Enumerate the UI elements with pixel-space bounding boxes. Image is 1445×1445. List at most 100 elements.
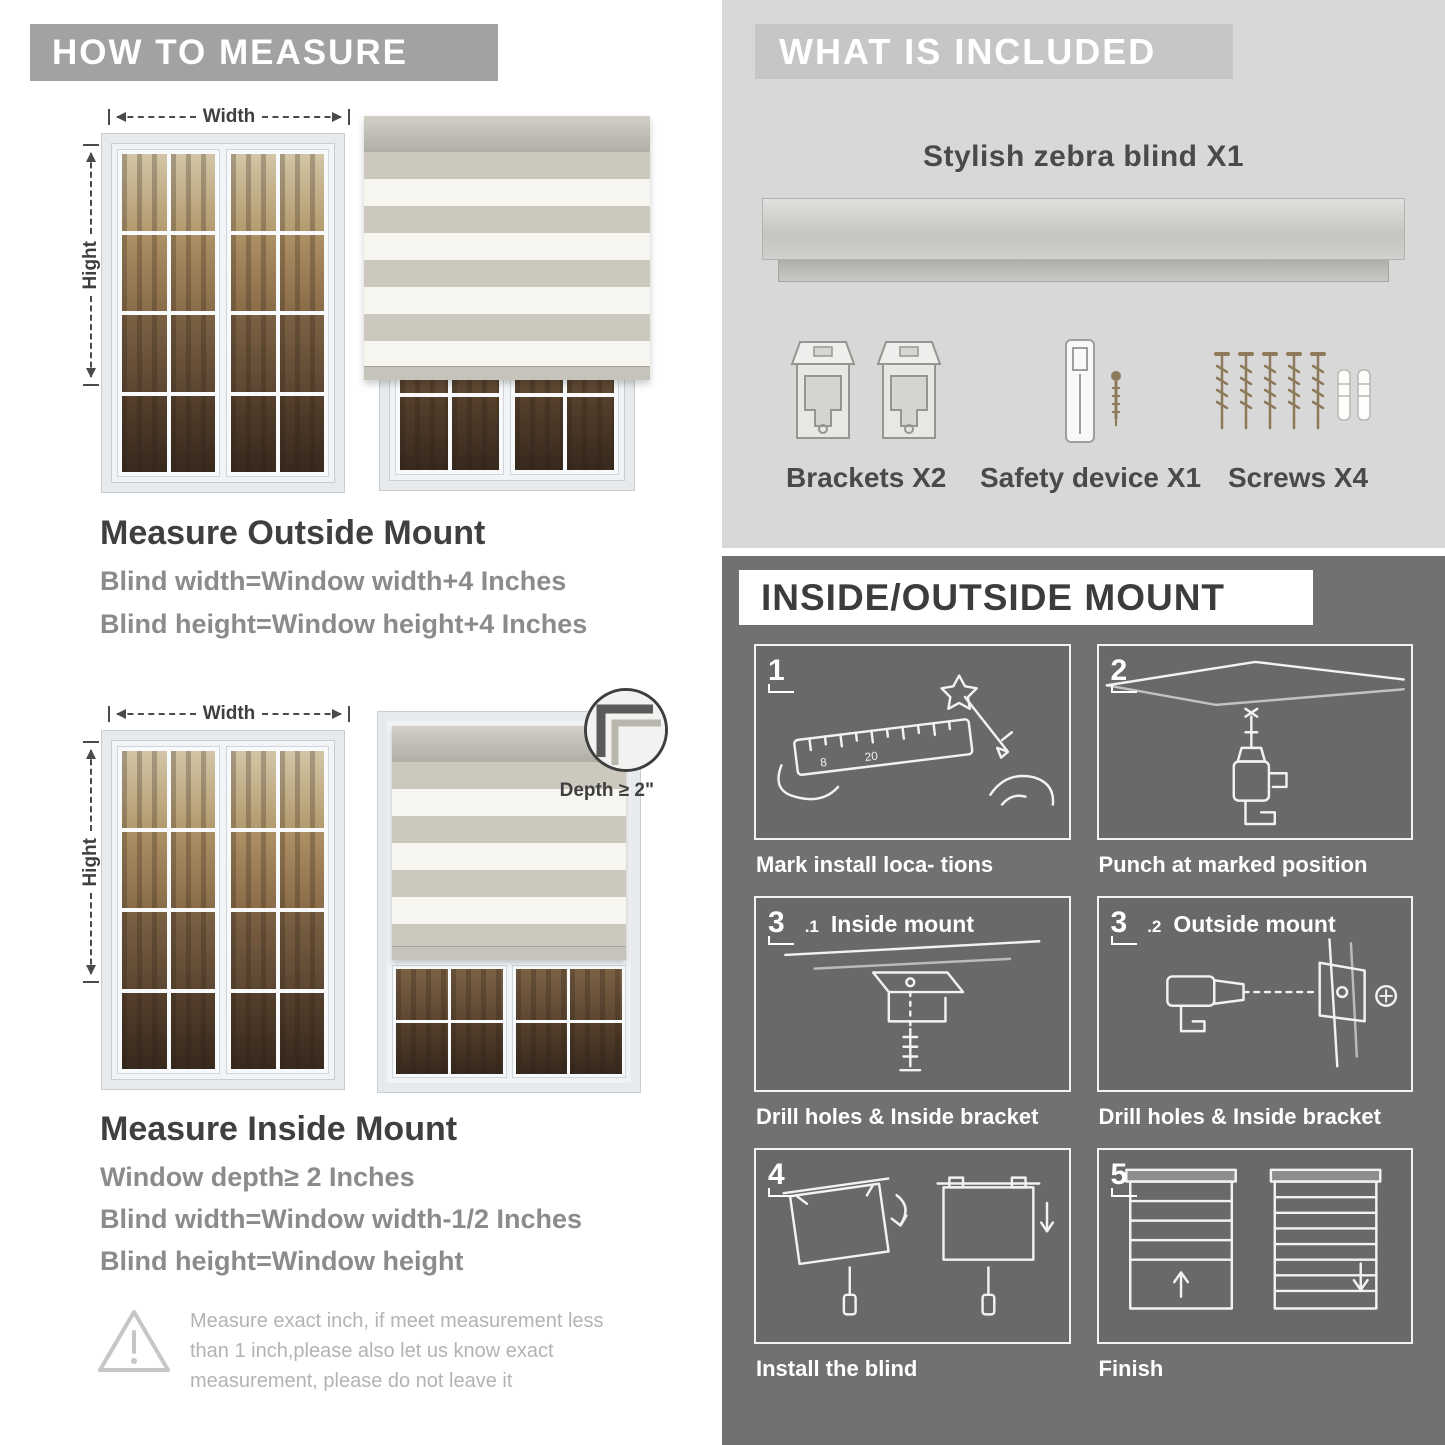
depth-label: Depth ≥ 2" xyxy=(559,780,654,801)
window-casement xyxy=(117,746,220,1074)
zebra-blind-graphic xyxy=(392,726,626,960)
step-number: 5 xyxy=(1110,1158,1137,1197)
step-substep: .1 xyxy=(804,917,819,936)
svg-text:20: 20 xyxy=(864,750,879,765)
step-head: 1 xyxy=(768,654,794,693)
blind-headrail-graphic xyxy=(762,198,1405,260)
how-to-measure-header: HOW TO MEASURE xyxy=(30,24,498,81)
window-casement xyxy=(392,965,507,1078)
mark-location-illustration: 8 20 xyxy=(777,674,1055,806)
window-pane xyxy=(450,1023,503,1074)
what-is-included-header: WHAT IS INCLUDED xyxy=(755,24,1233,79)
arrow-endcap xyxy=(108,109,110,125)
arrow-endcap xyxy=(83,144,99,146)
step-4-box: 4 xyxy=(754,1148,1071,1344)
step-3-2-caption: Drill holes & Inside bracket xyxy=(1098,1104,1381,1129)
blind-headrail xyxy=(364,116,650,152)
blind-bottomrail xyxy=(364,366,650,380)
window-pane xyxy=(122,395,167,472)
step-head: 3 .2 Outside mount xyxy=(1110,906,1336,945)
safety-device-icon xyxy=(1065,339,1121,443)
outside-mount-bracket-illustration xyxy=(1165,938,1397,1068)
arrow-line xyxy=(86,893,96,975)
inside-mount-window-illustration: Width Hight xyxy=(78,695,378,1095)
step-head: 2 xyxy=(1110,654,1137,693)
window-pane xyxy=(122,154,167,231)
arrow-line xyxy=(262,112,342,122)
window-casement xyxy=(117,149,220,477)
window-pane xyxy=(396,1023,448,1074)
step-3-1-box: 3 .1 Inside mount xyxy=(754,896,1071,1092)
step-1-caption: Mark install loca- tions xyxy=(756,852,994,877)
svg-text:8: 8 xyxy=(820,756,828,770)
step-2-caption: Punch at marked position xyxy=(1098,852,1368,877)
outside-mount-window-illustration: Width Hight xyxy=(78,98,378,498)
step-5-caption: Finish xyxy=(1098,1356,1164,1381)
warning-triangle-icon xyxy=(98,1310,170,1372)
arrow-line xyxy=(86,296,96,378)
window-lower-panes xyxy=(392,965,626,1078)
arrow-line xyxy=(116,709,196,719)
blind-stripes xyxy=(364,152,650,366)
window-casement xyxy=(511,965,626,1078)
window-pane xyxy=(400,396,448,470)
arrow-endcap xyxy=(83,384,99,387)
window-pane xyxy=(231,154,276,231)
window-pane xyxy=(170,395,215,472)
step-3-1: 3 .1 Inside mount xyxy=(754,896,1071,1148)
window-casement xyxy=(226,149,329,477)
inside-mount-depth-rule: Window depth≥ 2 Inches xyxy=(100,1162,415,1192)
window-graphic xyxy=(102,134,344,492)
step-head: 5 xyxy=(1110,1158,1137,1197)
step-5: 5 xyxy=(1096,1148,1413,1400)
arrow-line xyxy=(116,112,196,122)
step-2: 2 xyxy=(1096,644,1413,896)
step-3-1-caption: Drill holes & Inside bracket xyxy=(756,1104,1039,1129)
outside-mount-formula-width: Blind width=Window width+4 Inches xyxy=(100,566,567,596)
product-name: Stylish zebra blind X1 xyxy=(922,140,1245,173)
window-pane xyxy=(231,315,276,392)
window-pane xyxy=(515,969,568,1020)
window-pane xyxy=(170,831,215,908)
arrow-endcap xyxy=(108,706,110,722)
window-pane xyxy=(122,992,167,1069)
arrow-line xyxy=(86,152,96,234)
frame-corner-zoom xyxy=(587,691,665,769)
window-pane xyxy=(515,396,563,470)
inside-mount-formula-height: Blind height=Window height xyxy=(100,1246,464,1276)
window-pane xyxy=(231,831,276,908)
step-3-2-box: 3 .2 Outside mount xyxy=(1096,896,1413,1092)
blind-headrail-lip xyxy=(778,260,1389,282)
window-pane xyxy=(170,154,215,231)
window-pane xyxy=(170,912,215,989)
outside-mount-title: Measure Outside Mount xyxy=(100,514,486,552)
window-pane xyxy=(279,751,324,828)
step-title: Outside mount xyxy=(1173,911,1336,937)
inside-mount-blind-illustration: Depth ≥ 2" xyxy=(378,688,668,1092)
arrow-line xyxy=(262,709,342,719)
window-pane xyxy=(170,992,215,1069)
brackets-label: Brackets X2 xyxy=(786,462,947,493)
finish-illustration xyxy=(1124,1168,1381,1310)
window-pane xyxy=(279,395,324,472)
window-pane xyxy=(279,154,324,231)
window-pane xyxy=(231,395,276,472)
height-arrow: Hight xyxy=(80,741,102,984)
blind-bottomrail xyxy=(392,946,626,960)
window-pane xyxy=(122,912,167,989)
window-frame xyxy=(378,712,640,1092)
window-pane xyxy=(566,396,614,470)
window-pane xyxy=(231,912,276,989)
mount-steps-grid: 1 8 20 xyxy=(754,644,1413,1400)
window-graphic xyxy=(102,731,344,1089)
arrow-endcap xyxy=(348,706,350,722)
punch-position-illustration xyxy=(1105,660,1405,826)
window-pane xyxy=(231,751,276,828)
width-arrow: Width xyxy=(108,703,350,725)
blind-stripes xyxy=(392,762,626,946)
step-number: 1 xyxy=(768,654,794,693)
window-pane xyxy=(122,831,167,908)
arrow-endcap xyxy=(83,741,99,743)
step-5-box: 5 xyxy=(1096,1148,1413,1344)
